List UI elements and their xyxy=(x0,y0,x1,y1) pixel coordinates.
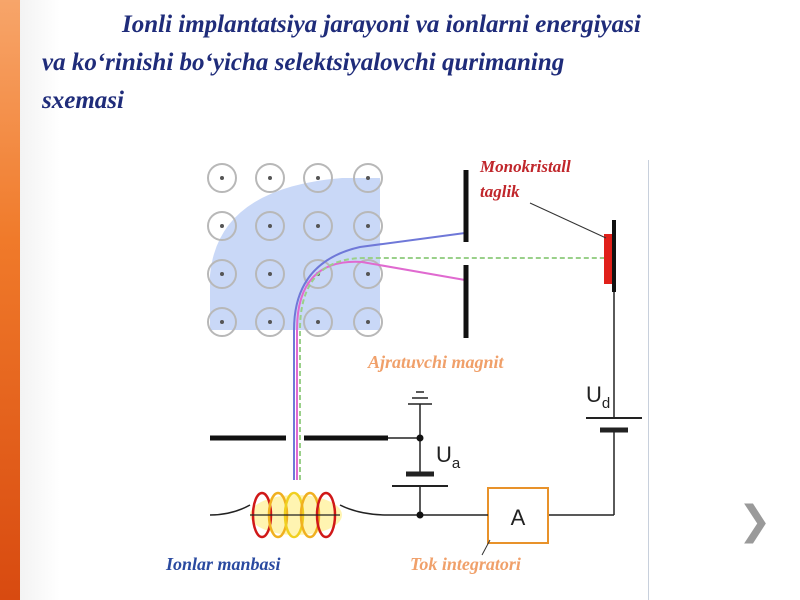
field-dot-ring xyxy=(353,307,383,337)
field-dot-center xyxy=(316,224,320,228)
field-dot-center xyxy=(366,176,370,180)
field-dot-center xyxy=(220,320,224,324)
ammeter-symbol: A xyxy=(511,505,526,530)
field-dot-ring xyxy=(353,259,383,289)
source-filament-wire xyxy=(209,504,389,516)
field-dot-ring xyxy=(207,211,237,241)
slide-title: Ionli implantatsiya jarayoni va ionlarni… xyxy=(42,6,768,120)
voltage-ua-label: Ua xyxy=(436,442,461,472)
field-dot-center xyxy=(268,176,272,180)
target-pointer xyxy=(529,202,607,239)
field-dot-center xyxy=(268,320,272,324)
diagram-frame-line xyxy=(648,160,649,600)
field-dot-ring xyxy=(353,163,383,193)
voltage-ud-label: Ud xyxy=(586,382,610,412)
node-bottom xyxy=(416,511,424,519)
field-dot-ring xyxy=(255,259,285,289)
integrator-pointer xyxy=(481,539,491,556)
node-top xyxy=(416,434,424,442)
field-dot-ring xyxy=(303,259,333,289)
integrator-label: Tok integratori xyxy=(410,554,521,574)
field-dot-center xyxy=(316,176,320,180)
diagram-background xyxy=(152,128,662,600)
target-label-2: taglik xyxy=(480,182,520,201)
magnet-label: Ajratuvchi magnit xyxy=(367,352,505,372)
ammeter-box xyxy=(487,487,549,544)
field-dot-ring xyxy=(353,211,383,241)
title-line-2: va ko‘rinishi bo‘yicha selektsiyalovchi … xyxy=(42,49,565,76)
field-dot-ring xyxy=(207,307,237,337)
orange-side-bar xyxy=(0,0,20,600)
field-dot-ring xyxy=(207,163,237,193)
monocrystal-target xyxy=(604,234,612,284)
title-line-1: Ionli implantatsiya jarayoni va ionlarni… xyxy=(122,11,641,38)
field-dot-ring xyxy=(255,163,285,193)
next-slide-chevron-right-icon[interactable]: ❯ xyxy=(738,498,772,544)
field-dot-ring xyxy=(207,259,237,289)
field-dot-center xyxy=(366,224,370,228)
field-dot-ring xyxy=(255,211,285,241)
field-dot-center xyxy=(366,272,370,276)
field-dot-center xyxy=(366,320,370,324)
field-dot-ring xyxy=(255,307,285,337)
field-dot-ring xyxy=(303,163,333,193)
magnetic-field-markers xyxy=(207,163,383,337)
field-dot-center xyxy=(316,320,320,324)
field-dot-ring xyxy=(303,307,333,337)
source-label: Ionlar manbasi xyxy=(165,554,281,574)
ion-beam-blue xyxy=(293,232,466,480)
field-dot-ring xyxy=(303,211,333,241)
field-dot-center xyxy=(220,176,224,180)
side-fade xyxy=(20,0,60,600)
field-dot-center xyxy=(220,272,224,276)
ion-beam-pink xyxy=(296,260,466,480)
field-dot-center xyxy=(220,224,224,228)
field-dot-center xyxy=(268,224,272,228)
magnet-field-region xyxy=(210,178,380,330)
target-label-1: Monokristall xyxy=(479,157,571,176)
title-line-3: sxemasi xyxy=(42,87,124,114)
field-dot-center xyxy=(268,272,272,276)
